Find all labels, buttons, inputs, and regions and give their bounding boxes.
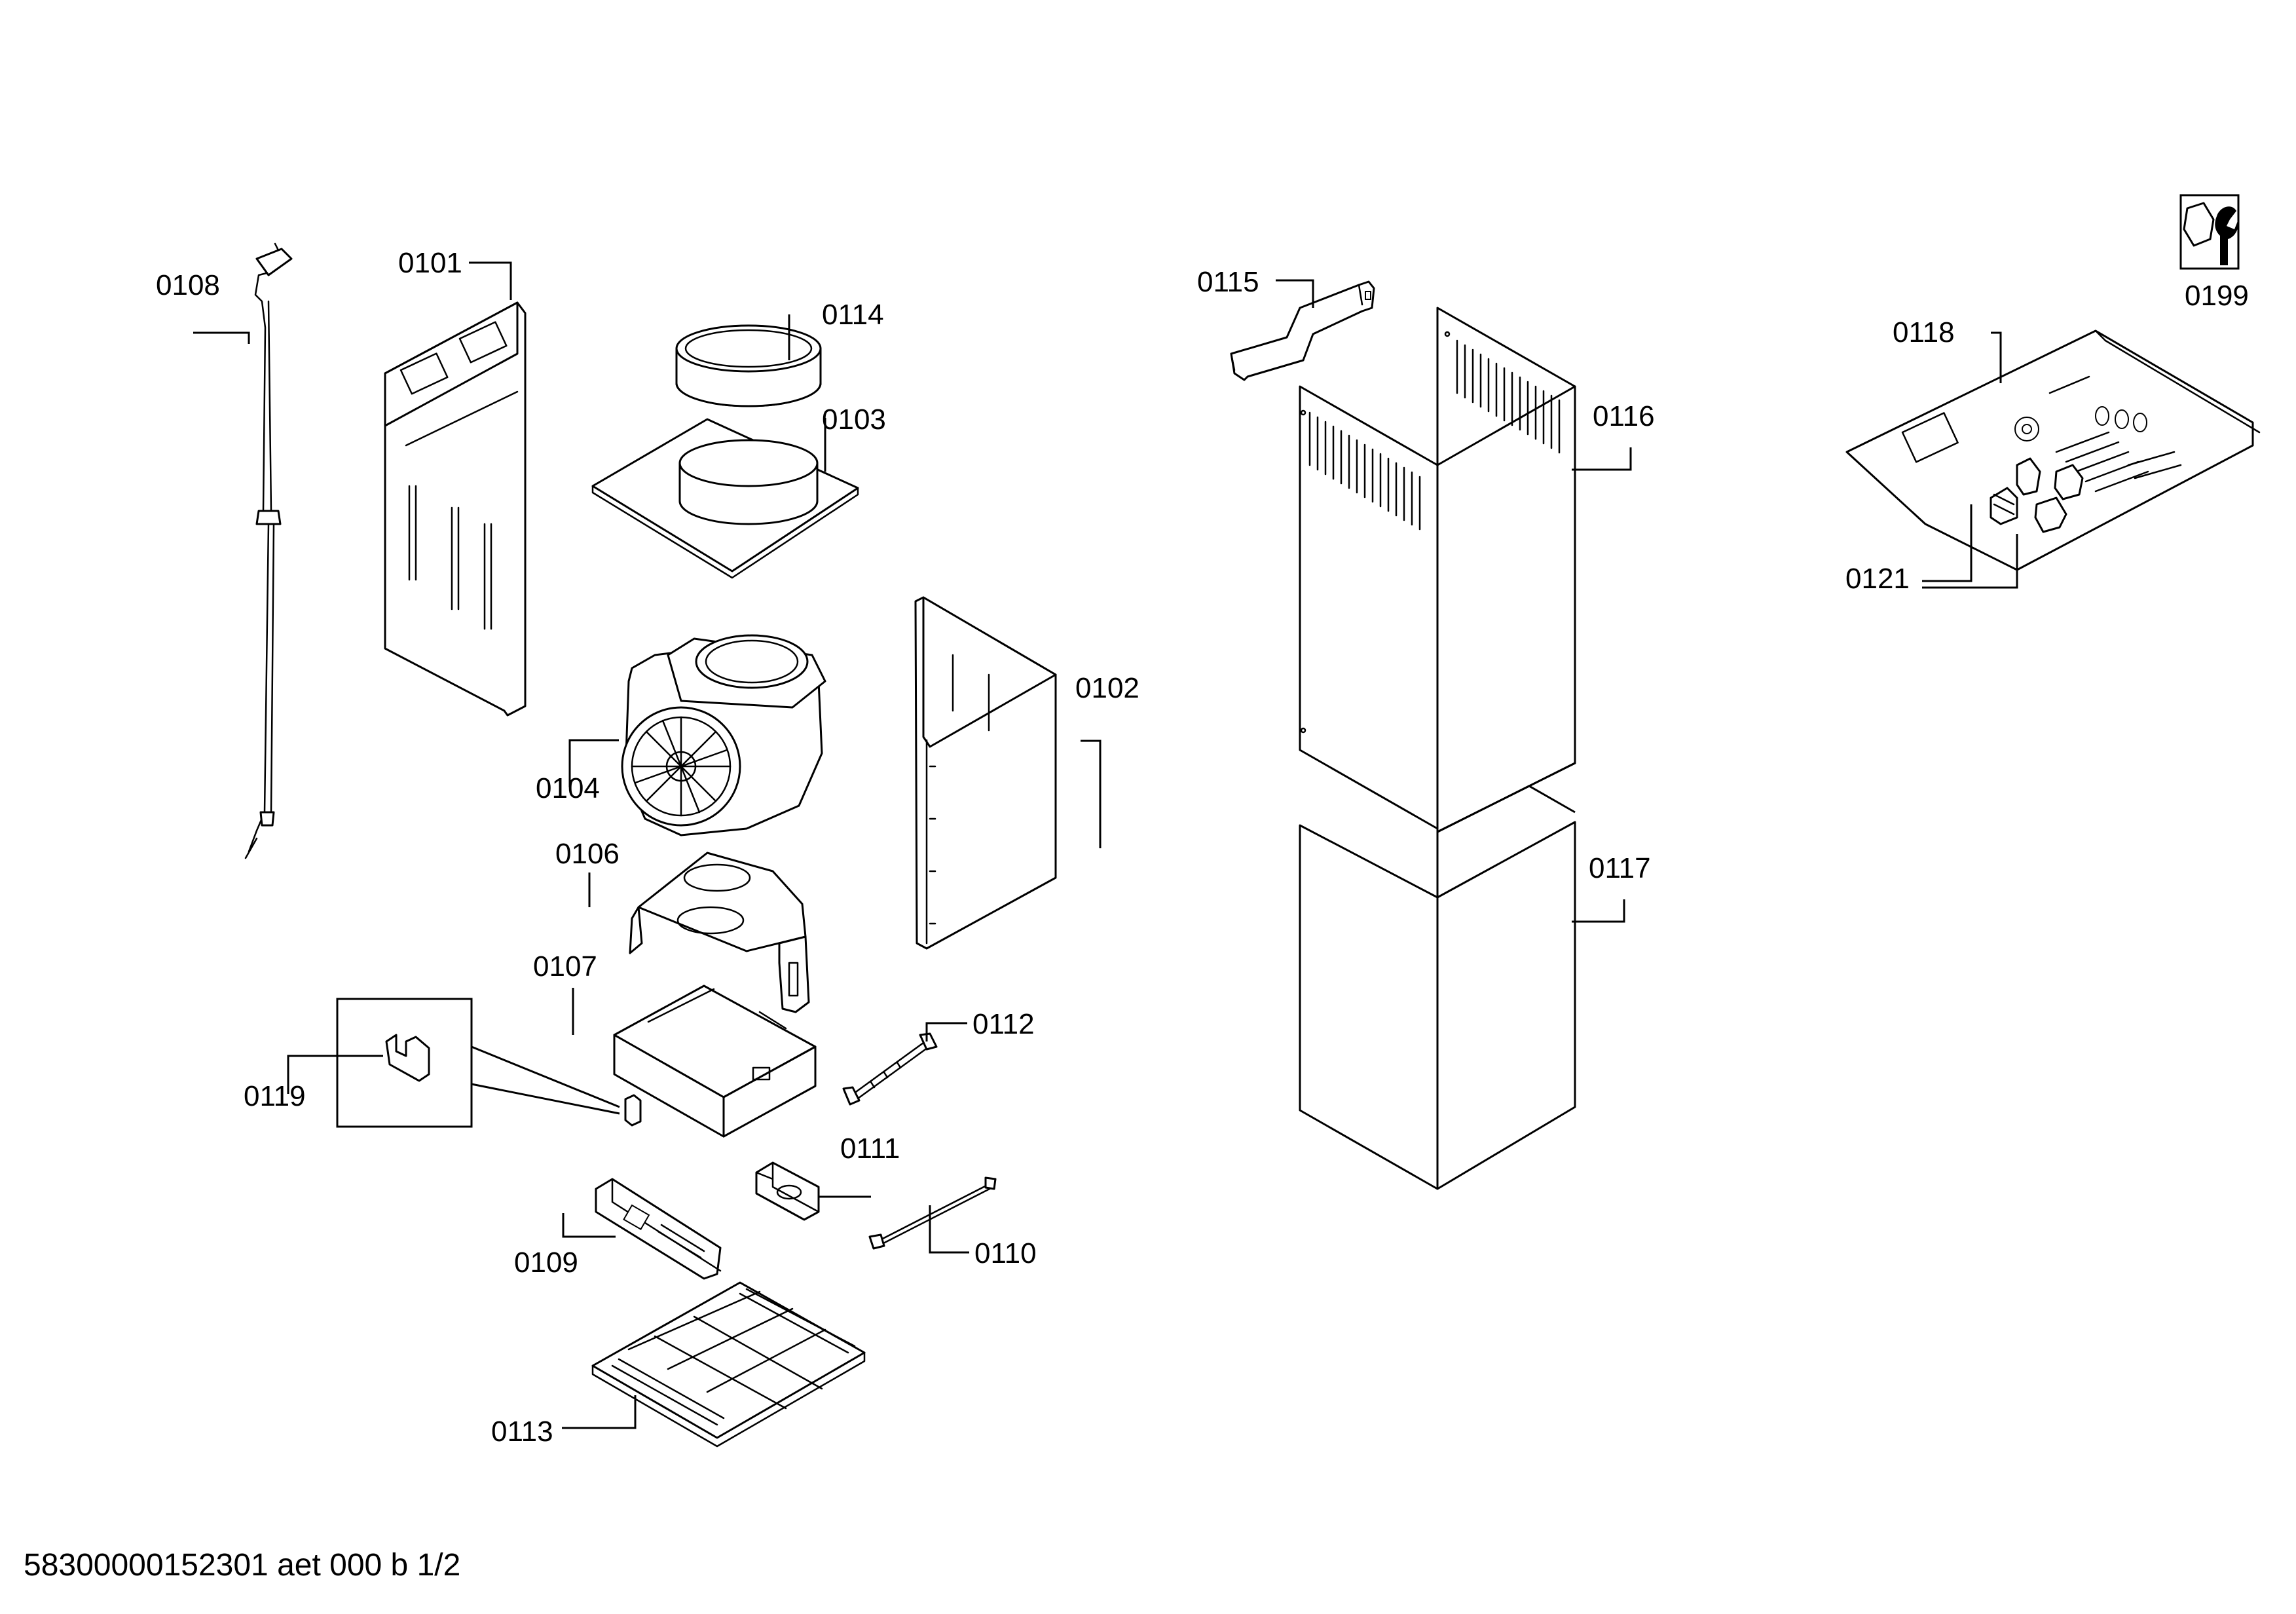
label-0114: 0114 bbox=[822, 299, 884, 331]
label-0116: 0116 bbox=[1593, 400, 1655, 432]
label-0119: 0119 bbox=[244, 1080, 306, 1112]
label-0107: 0107 bbox=[533, 950, 597, 983]
label-0118: 0118 bbox=[1893, 316, 1955, 348]
label-0117: 0117 bbox=[1589, 852, 1651, 884]
label-0109: 0109 bbox=[514, 1247, 578, 1279]
part-0104-blower-fan[interactable] bbox=[621, 634, 826, 836]
part-0110-cable[interactable] bbox=[868, 1176, 997, 1250]
part-0118-accessory-bag[interactable] bbox=[1845, 329, 2261, 571]
wrench-icon bbox=[2215, 206, 2239, 265]
label-0103: 0103 bbox=[822, 404, 886, 436]
leader-lines bbox=[193, 261, 2018, 1429]
label-0121: 0121 bbox=[1845, 563, 1910, 595]
part-0103-mounting-plate[interactable] bbox=[591, 418, 859, 579]
part-0117-lower-chimney[interactable] bbox=[1299, 785, 1576, 1190]
label-0102: 0102 bbox=[1075, 672, 1139, 704]
part-0199-service-icon[interactable] bbox=[2179, 194, 2240, 270]
part-0119-clip[interactable] bbox=[336, 998, 642, 1128]
label-0199: 0199 bbox=[2185, 280, 2249, 312]
label-0106: 0106 bbox=[555, 838, 620, 870]
document-footer: 58300000152301 aet 000 b 1/2 bbox=[24, 1548, 461, 1583]
part-0114-duct-ring[interactable] bbox=[675, 324, 822, 407]
part-0111-switch[interactable] bbox=[755, 1161, 820, 1221]
part-0106-motor-bracket[interactable] bbox=[629, 852, 810, 1013]
label-0113: 0113 bbox=[491, 1416, 553, 1448]
part-0113-grease-filter[interactable] bbox=[591, 1281, 866, 1448]
label-0110: 0110 bbox=[974, 1237, 1037, 1269]
nut-icon bbox=[2183, 202, 2215, 247]
label-0112: 0112 bbox=[972, 1008, 1035, 1040]
part-labels: 0108 0101 0114 0103 0104 0102 0106 0107 … bbox=[156, 247, 2249, 1448]
part-0101-back-panel[interactable] bbox=[384, 301, 527, 717]
part-0116-upper-chimney[interactable] bbox=[1299, 307, 1576, 833]
label-0101: 0101 bbox=[398, 247, 462, 279]
label-0115: 0115 bbox=[1197, 266, 1259, 298]
part-0112-cable[interactable] bbox=[842, 1032, 938, 1106]
label-0108: 0108 bbox=[156, 269, 220, 301]
label-0111: 0111 bbox=[840, 1133, 900, 1165]
label-0104: 0104 bbox=[536, 772, 600, 804]
part-0107-control-box[interactable] bbox=[613, 985, 817, 1138]
part-0108-power-cord[interactable] bbox=[244, 242, 293, 859]
part-0109-control-board[interactable] bbox=[595, 1178, 722, 1280]
part-0102-side-panel[interactable] bbox=[914, 596, 1057, 950]
part-0115-chimney-bracket[interactable] bbox=[1230, 280, 1375, 381]
